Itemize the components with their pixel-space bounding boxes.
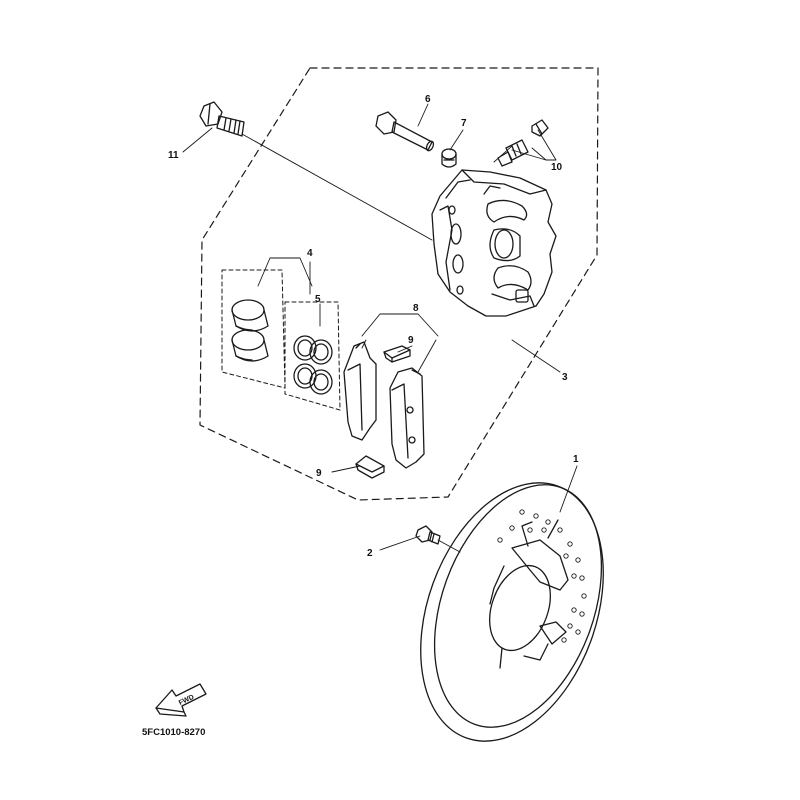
callout-3: 3 — [562, 372, 568, 383]
brake-pad-left — [343, 341, 377, 441]
callout-10: 10 — [551, 162, 563, 173]
callout-labels: 1 2 3 4 5 6 7 8 9 9 10 11 — [168, 94, 579, 559]
bolt-long — [199, 101, 245, 137]
seals — [293, 335, 333, 395]
callout-2: 2 — [367, 548, 373, 559]
forward-direction-arrow-icon — [155, 683, 207, 717]
callout-6: 6 — [425, 94, 431, 105]
callout-9-upper: 9 — [408, 335, 414, 346]
pin-bolt — [375, 111, 435, 152]
pad-shim-upper — [383, 345, 411, 363]
callout-7: 7 — [461, 118, 467, 129]
brake-disc — [420, 482, 604, 742]
callout-8: 8 — [413, 303, 419, 314]
brake-disc-holes — [497, 509, 587, 643]
caliper-assembly-outline — [199, 67, 599, 501]
leader-lines — [182, 103, 578, 553]
piston-group-outline — [221, 269, 286, 389]
disc-bolt — [415, 525, 441, 545]
brake-pad-right — [389, 367, 425, 469]
caliper-body — [431, 169, 557, 317]
callout-9-lower: 9 — [316, 468, 322, 479]
seal-group-outline — [284, 301, 341, 411]
bleed-screw — [497, 119, 549, 167]
pistons — [231, 299, 269, 362]
callout-5: 5 — [315, 294, 321, 305]
pad-shim-lower — [355, 455, 385, 479]
fwd-label: FWD — [178, 694, 195, 707]
callout-1: 1 — [573, 454, 579, 465]
plug — [441, 148, 457, 168]
callout-4: 4 — [307, 248, 313, 259]
drawing-code: 5FC1010-8270 — [142, 727, 205, 738]
callout-11: 11 — [168, 150, 179, 161]
